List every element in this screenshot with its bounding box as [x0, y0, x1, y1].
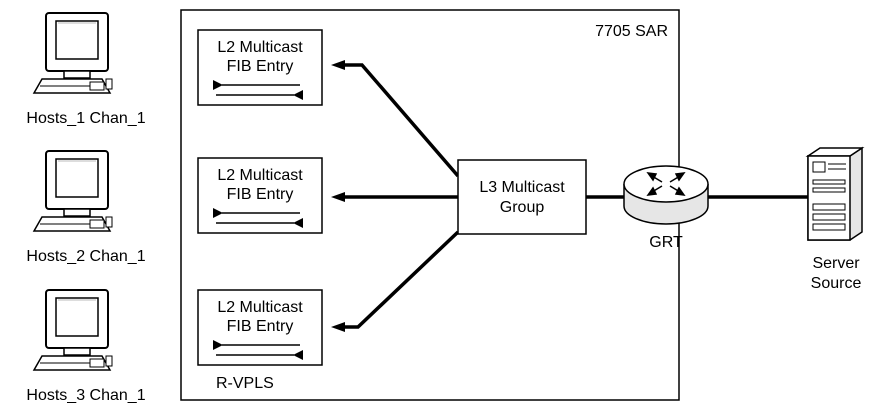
- fib-entry-subtitle: FIB Entry: [227, 318, 294, 335]
- router-label: GRT: [649, 234, 683, 251]
- fib-entry-subtitle: FIB Entry: [227, 186, 294, 203]
- host-3-label: Hosts_3 Chan_1: [26, 387, 145, 404]
- computer-icon: [33, 12, 113, 94]
- server-label-line1: Server: [812, 255, 860, 272]
- link-l3-to-fib-3: [337, 230, 460, 329]
- router-icon: [623, 165, 709, 225]
- host-2-label: Hosts_2 Chan_1: [26, 248, 145, 265]
- l3-multicast-group: L3 Multicast Group: [457, 159, 587, 235]
- server-icon: [805, 146, 865, 241]
- fib-entry-1: L2 Multicast FIB Entry: [197, 29, 323, 106]
- fib-entry-title: L2 Multicast: [217, 39, 303, 56]
- device-label: 7705 SAR: [595, 23, 668, 40]
- computer-icon: [33, 150, 113, 232]
- computer-icon: [33, 289, 113, 371]
- host-2: Hosts_2 Chan_1: [26, 150, 146, 265]
- host-1: Hosts_1 Chan_1: [26, 12, 146, 127]
- fib-entry-title: L2 Multicast: [217, 167, 303, 184]
- l3-group-box: [457, 159, 587, 235]
- link-l3-to-fib-1: [337, 63, 460, 178]
- arrowhead-fib-3: [331, 322, 345, 332]
- fib-entry-2: L2 Multicast FIB Entry: [197, 157, 323, 234]
- host-3: Hosts_3 Chan_1: [26, 289, 146, 404]
- host-1-label: Hosts_1 Chan_1: [26, 110, 145, 127]
- arrowhead-fib-1: [331, 60, 345, 70]
- l3-group-subtitle: Group: [500, 199, 545, 216]
- fib-entry-title: L2 Multicast: [217, 299, 303, 316]
- fib-entry-3: L2 Multicast FIB Entry: [197, 289, 323, 366]
- server-label-line2: Source: [811, 275, 862, 292]
- arrowhead-fib-2: [331, 192, 345, 202]
- rvpls-label: R-VPLS: [216, 375, 274, 392]
- l3-group-title: L3 Multicast: [479, 179, 565, 196]
- fib-entry-subtitle: FIB Entry: [227, 58, 294, 75]
